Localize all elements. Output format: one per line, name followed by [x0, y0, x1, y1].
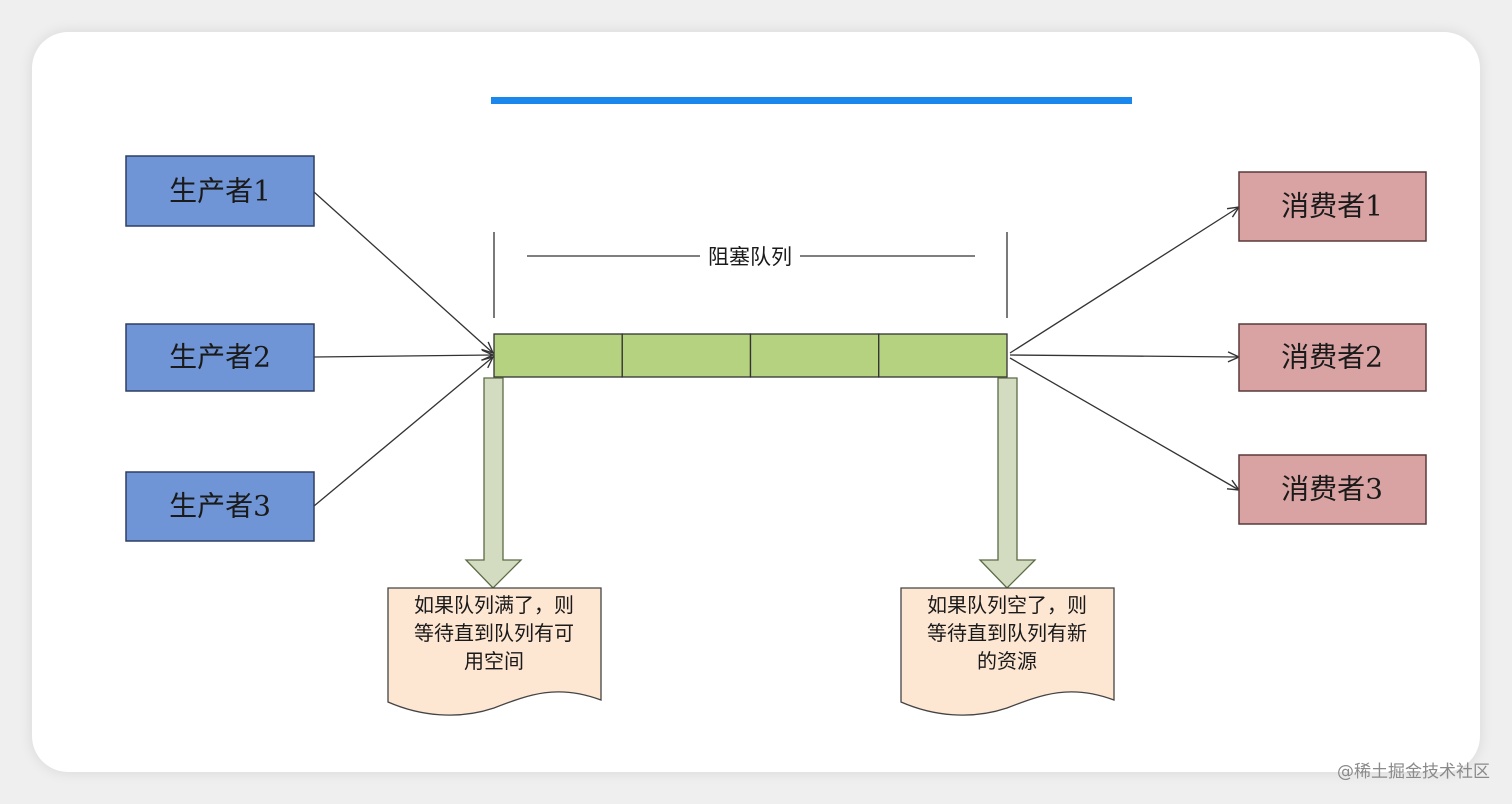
consumer-box-2-rect	[1238, 323, 1427, 392]
queue-slot-2	[621, 333, 752, 378]
down-arrow-empty	[978, 377, 1037, 589]
arrow-consumer-1	[1009, 206, 1241, 354]
arrow-producer-1	[313, 191, 495, 355]
queue-label: 阻塞队列	[708, 245, 792, 269]
consumer-label-3: 消费者3	[1281, 473, 1383, 506]
consumer-box-3: 消费者3	[1238, 454, 1427, 525]
note-empty-line-2: 等待直到队列有新	[927, 621, 1087, 645]
queue-slot-4	[878, 333, 1008, 378]
down-arrow-full	[464, 377, 523, 589]
consumer-box-1-rect	[1238, 171, 1427, 242]
consumer-box-3-rect	[1238, 454, 1427, 525]
producer-box-3: 生产者3	[125, 471, 315, 542]
note-full-line-1: 如果队列满了，则	[414, 593, 574, 617]
note-full-line-2: 等待直到队列有可	[414, 621, 574, 645]
producer-label-1: 生产者1	[169, 175, 271, 208]
accent-bar	[491, 97, 1132, 104]
producer-box-2: 生产者2	[125, 323, 315, 392]
note-queue-empty: 如果队列空了，则 等待直到队列有新 的资源	[900, 587, 1115, 716]
producer-box-1-rect	[125, 155, 315, 227]
consumer-label-2: 消费者2	[1281, 341, 1383, 374]
producer-label-2: 生产者2	[169, 341, 271, 374]
consumer-box-2: 消费者2	[1238, 323, 1427, 392]
consumer-box-1: 消费者1	[1238, 171, 1427, 242]
note-empty-line-3: 的资源	[977, 649, 1037, 673]
note-queue-full: 如果队列满了，则 等待直到队列有可 用空间	[387, 587, 602, 716]
producer-box-3-rect	[125, 471, 315, 542]
producer-arrows	[313, 191, 495, 507]
producer-label-3: 生产者3	[169, 490, 271, 523]
arrow-producer-3	[313, 355, 495, 507]
arrow-consumer-3	[1009, 357, 1241, 491]
queue-slot-3	[749, 333, 880, 378]
queue-slot-1	[493, 333, 623, 378]
arrow-producer-2	[313, 349, 495, 361]
watermark: @稀土掘金技术社区	[1337, 762, 1490, 782]
consumer-label-1: 消费者1	[1281, 190, 1383, 223]
consumer-arrows	[1009, 206, 1241, 491]
producer-box-1: 生产者1	[125, 155, 315, 227]
note-queue-full-shape	[387, 587, 602, 716]
queue-bracket: 阻塞队列	[493, 232, 1008, 318]
note-full-line-3: 用空间	[464, 649, 524, 673]
arrow-consumer-2	[1009, 351, 1241, 363]
producer-box-2-rect	[125, 323, 315, 392]
queue-body	[493, 333, 1008, 378]
note-queue-empty-shape	[900, 587, 1115, 716]
note-empty-line-1: 如果队列空了，则	[927, 593, 1087, 617]
